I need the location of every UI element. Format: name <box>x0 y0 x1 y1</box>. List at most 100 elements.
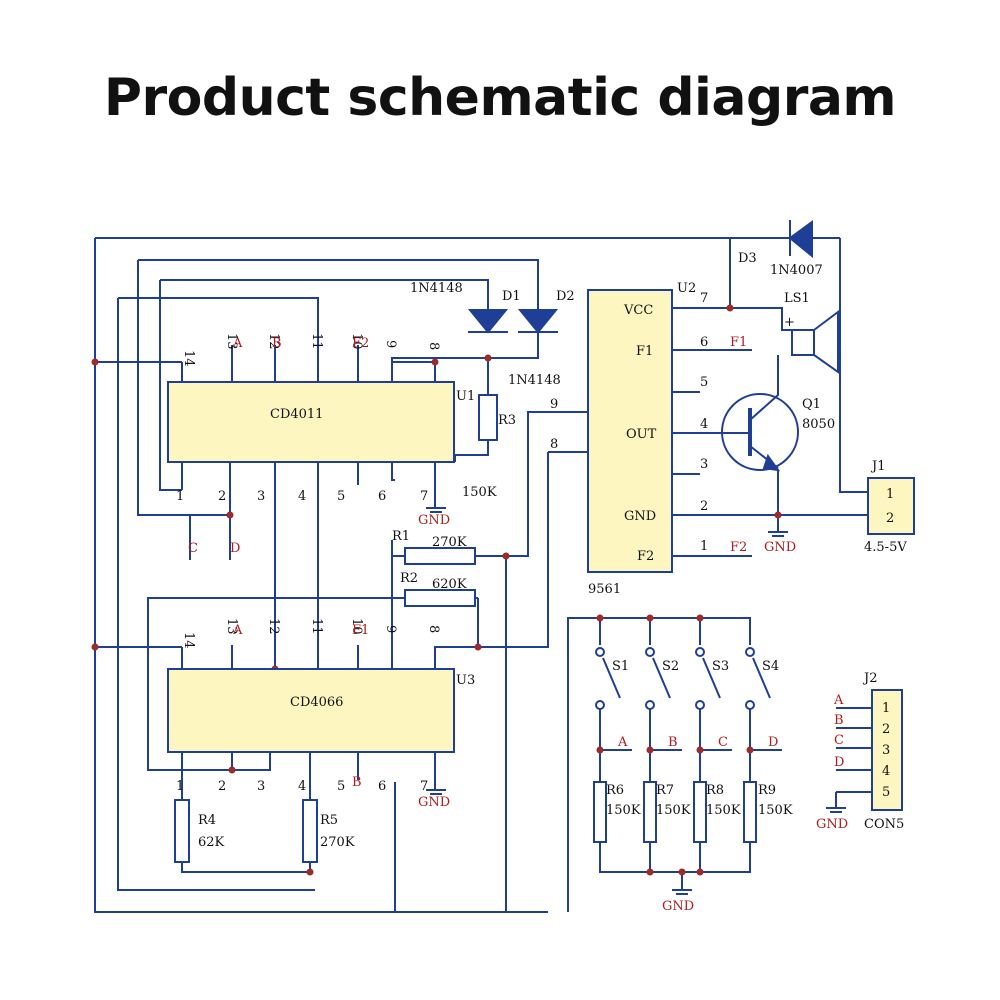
chip-u1: CD4011 U1 14 13 12 11 10 9 8 A B F2 1 2 … <box>167 333 475 556</box>
net-label-f1: F1 <box>730 335 747 350</box>
resistor-r9: R9 150K <box>743 781 793 843</box>
u1-pin-label: 6 <box>378 489 386 504</box>
j2-pin: 1 <box>882 701 890 716</box>
resistor-r6: R6 150K <box>593 781 641 843</box>
u2-left-pin: 9 <box>550 397 558 412</box>
page-title: Product schematic diagram <box>103 68 897 128</box>
gnd-symbol-u1: GND <box>418 507 450 528</box>
q1-part: 8050 <box>802 417 835 432</box>
u2-ref-top: U2 <box>677 281 696 296</box>
u2-pin-gnd: GND <box>624 509 656 524</box>
resistor-r1: R1 270K <box>392 529 478 565</box>
u1-pin-label: 3 <box>257 489 265 504</box>
net-label-a: A <box>232 623 243 638</box>
u3-pin-label: 1 <box>176 779 184 794</box>
u1-pin-label: 8 <box>426 342 441 350</box>
u2-pin-num: 3 <box>700 457 708 472</box>
u1-pin-label: 4 <box>298 489 306 504</box>
j2-pin: 4 <box>882 764 890 779</box>
u2-pin-num: 6 <box>700 335 708 350</box>
r5-value: 270K <box>320 835 355 850</box>
transistor-q1: Q1 8050 <box>721 388 835 472</box>
net-label-d: D <box>768 735 778 750</box>
u2-pin-f2: F2 <box>637 549 654 564</box>
u2-pin-num: 1 <box>700 539 708 554</box>
gnd-label: GND <box>418 795 450 810</box>
r6-value: 150K <box>606 803 641 818</box>
gnd-symbol-q1: GND <box>764 531 796 555</box>
net-label-c: C <box>718 735 728 750</box>
r6-ref: R6 <box>606 783 624 798</box>
r2-ref: R2 <box>400 571 418 586</box>
u2-left-pin: 8 <box>550 437 558 452</box>
j2-ref: J2 <box>862 671 877 686</box>
chip-u3-name: CD4066 <box>290 695 343 710</box>
r3-value: 150K <box>462 485 497 500</box>
net-label-b: B <box>668 735 678 750</box>
speaker-ls1: LS1 + <box>784 291 839 374</box>
d3-ref: D3 <box>738 251 757 266</box>
d1-ref: D1 <box>502 289 521 304</box>
resistor-r2: R2 620K <box>392 571 478 607</box>
r8-value: 150K <box>706 803 741 818</box>
u1-pin-label: 12 <box>266 333 281 350</box>
r4-value: 62K <box>198 835 225 850</box>
u3-pin-label: 14 <box>181 632 196 649</box>
j1-ref: J1 <box>870 459 885 474</box>
s4-ref: S4 <box>762 659 779 674</box>
j2-pin: 5 <box>882 785 890 800</box>
u2-name: 9561 <box>588 582 621 597</box>
gnd-label: GND <box>816 817 848 832</box>
d2-part: 1N4148 <box>508 373 561 388</box>
net-label-f2: F2 <box>352 336 369 351</box>
r8-ref: R8 <box>706 783 724 798</box>
u3-pin-label: 11 <box>309 618 324 635</box>
gnd-label: GND <box>764 540 796 555</box>
j1-pin: 2 <box>886 511 894 526</box>
resistor-r4: R4 62K <box>174 799 225 863</box>
u1-pin-label: 7 <box>420 489 428 504</box>
net-label-a: A <box>232 336 243 351</box>
d3-part: 1N4007 <box>770 263 823 278</box>
wires <box>94 237 872 913</box>
d1-part: 1N4148 <box>410 281 463 296</box>
chip-u3: CD4066 U3 14 13 12 11 10 9 8 A F1 1 2 3 … <box>167 618 475 794</box>
u1-pin-label: 1 <box>176 489 184 504</box>
net-label-d: D <box>834 755 844 770</box>
u1-pin-label: 13 <box>224 333 239 350</box>
r7-value: 150K <box>656 803 691 818</box>
u3-pin-label: 5 <box>337 779 345 794</box>
net-label-d: D <box>230 541 240 556</box>
chip-u3-ref: U3 <box>456 673 475 688</box>
switch-s3: S3 <box>695 647 729 710</box>
u3-pin-label: 3 <box>257 779 265 794</box>
q1-ref: Q1 <box>802 397 821 412</box>
r5-ref: R5 <box>320 813 338 828</box>
chip-u1-name: CD4011 <box>270 407 323 422</box>
u3-pin-label: 8 <box>426 625 441 633</box>
r7-ref: R7 <box>656 783 674 798</box>
r1-ref: R1 <box>392 529 410 544</box>
connector-j1: J1 1 2 4.5-5V <box>864 459 915 555</box>
u1-pin-label: 14 <box>181 350 196 367</box>
r9-value: 150K <box>758 803 793 818</box>
s3-ref: S3 <box>712 659 729 674</box>
speaker-plus: + <box>784 315 795 330</box>
j2-pin: 2 <box>882 722 890 737</box>
diode-d3: D3 1N4007 <box>738 220 823 278</box>
u2-pin-out: OUT <box>626 427 657 442</box>
u1-pin-label: 5 <box>337 489 345 504</box>
u1-pin-label: 10 <box>349 333 364 350</box>
u2-pin-num: 2 <box>700 499 708 514</box>
net-label-a: A <box>617 735 628 750</box>
j1-pin: 1 <box>886 487 894 502</box>
u2-pin-f1: F1 <box>636 344 653 359</box>
u3-pin-label: 6 <box>378 779 386 794</box>
net-label-a: A <box>833 693 844 708</box>
u2-pin-num: 7 <box>700 291 708 306</box>
j2-pin: 3 <box>882 743 890 758</box>
gnd-symbol-switches: GND <box>662 889 694 914</box>
gnd-label: GND <box>662 899 694 914</box>
chip-u3-body <box>167 668 455 753</box>
